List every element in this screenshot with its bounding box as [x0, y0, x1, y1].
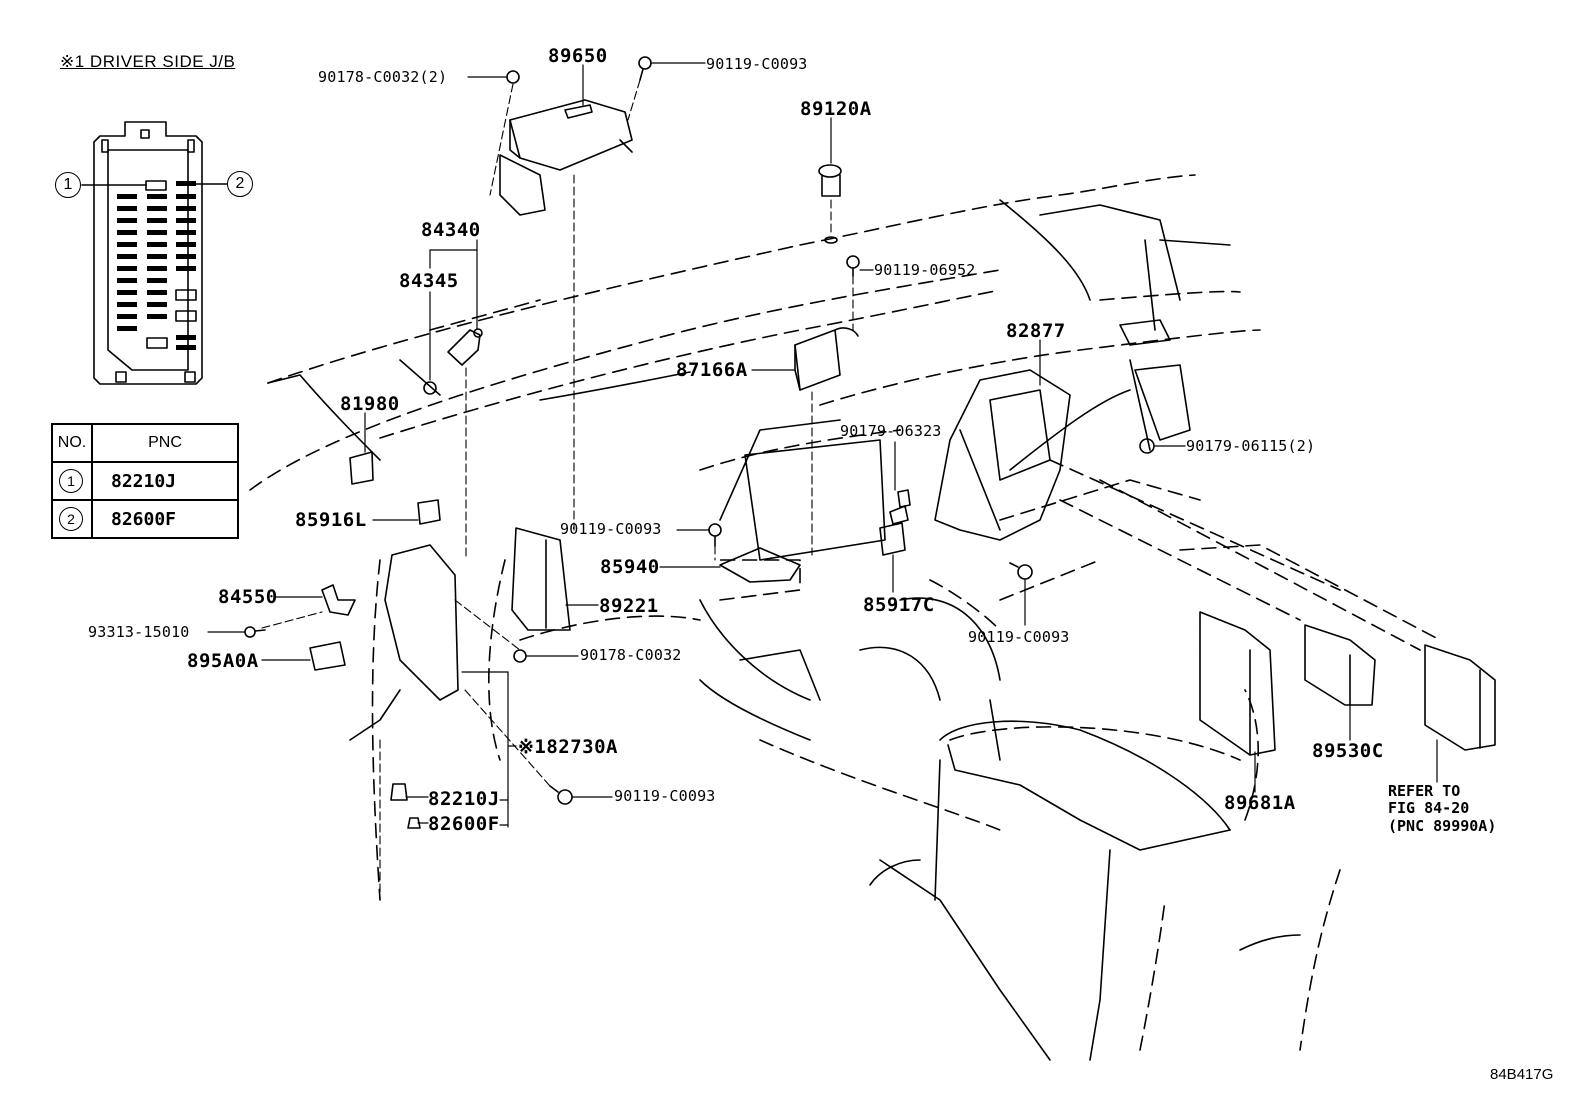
pnc-table-header: NO. PNC [51, 423, 239, 463]
part-label-89530c[interactable]: 89530C [1312, 740, 1384, 762]
part-label-84340[interactable]: 84340 [421, 219, 481, 241]
row-pnc-cell[interactable]: 82210J [91, 461, 239, 501]
part-89990a-ecu [1424, 644, 1496, 751]
part-label-84550[interactable]: 84550 [218, 586, 278, 608]
refer-line-2[interactable]: FIG 84-20 [1388, 799, 1470, 818]
row-no-cell: 2 [51, 499, 93, 539]
part-label-90119-c0093-right[interactable]: 90119-C0093 [968, 628, 1070, 646]
part-84340-switch [423, 328, 483, 395]
part-label-82600f[interactable]: 82600F [428, 813, 500, 835]
instrument-panel-outline [249, 174, 1441, 1051]
part-89120a-clip [818, 164, 842, 244]
row-pnc-cell[interactable]: 82600F [91, 499, 239, 539]
part-label-85917c[interactable]: 85917C [863, 594, 935, 616]
part-label-93313-15010[interactable]: 93313-15010 [88, 623, 190, 641]
part-label-90119-c0093-bottom[interactable]: 90119-C0093 [614, 787, 716, 805]
part-label-85940[interactable]: 85940 [600, 556, 660, 578]
part-89650-sensor-module [499, 99, 633, 216]
part-label-90179-06323[interactable]: 90179-06323 [840, 422, 942, 440]
part-label-90178-c0032[interactable]: 90178-C0032 [580, 646, 682, 664]
header-pnc: PNC [91, 423, 239, 463]
part-label-90119-c0093-top[interactable]: 90119-C0093 [706, 55, 808, 73]
part-label-895a0a[interactable]: 895A0A [187, 650, 259, 672]
part-label-87166a[interactable]: 87166A [676, 359, 748, 381]
callout-2: 2 [227, 171, 253, 197]
console-solid-lines [267, 199, 1301, 1061]
part-85916l-relay [417, 499, 441, 525]
projection-lines [261, 79, 854, 901]
part-label-81980[interactable]: 81980 [340, 393, 400, 415]
part-junction-box-82730a [349, 544, 459, 741]
part-label-90179-06115-2[interactable]: 90179-06115(2) [1186, 437, 1316, 455]
part-label-90119-c0093-mid[interactable]: 90119-C0093 [560, 520, 662, 538]
row-number-circle: 1 [59, 469, 83, 493]
part-label-82877[interactable]: 82877 [1006, 320, 1066, 342]
part-82877-bracket [934, 369, 1071, 541]
part-81980-relay [349, 451, 374, 485]
part-89530c-ecu [1304, 624, 1376, 706]
part-89681a-ecu [1199, 611, 1276, 756]
row-number-circle: 2 [59, 507, 83, 531]
part-label-82210j[interactable]: 82210J [428, 788, 500, 810]
part-label-89650[interactable]: 89650 [548, 45, 608, 67]
part-label-82730a[interactable]: ※182730A [518, 736, 618, 758]
part-label-89681a[interactable]: 89681A [1224, 792, 1296, 814]
part-89221-ecu [511, 527, 571, 631]
fuse-slots [117, 181, 196, 350]
part-label-90119-06952[interactable]: 90119-06952 [874, 261, 976, 279]
part-label-85916l[interactable]: 85916L [295, 509, 367, 531]
pnc-table-row: 2 82600F [51, 499, 239, 539]
callout-1: 1 [55, 172, 81, 198]
part-label-90178-c0032-2[interactable]: 90178-C0032(2) [318, 68, 448, 86]
junction-box-drawing [81, 121, 229, 385]
refer-line-3[interactable]: (PNC 89990A) [1388, 816, 1497, 835]
figure-code: 84B417G [1490, 1066, 1554, 1083]
fastener-icons [244, 56, 1155, 829]
part-895a0a-unit [309, 641, 346, 671]
part-label-89221[interactable]: 89221 [599, 595, 659, 617]
part-87166a-module [794, 327, 859, 391]
pnc-table-row: 1 82210J [51, 461, 239, 501]
part-label-89120a[interactable]: 89120A [800, 98, 872, 120]
part-85940-unit [719, 547, 801, 583]
inset-title: ※1 DRIVER SIDE J/B [60, 52, 236, 71]
pnc-table: NO. PNC 1 82210J 2 82600F [51, 423, 239, 539]
part-84550-sensor [321, 584, 356, 616]
part-label-84345[interactable]: 84345 [399, 270, 459, 292]
leader-lines [207, 62, 1438, 828]
part-85917c-relay [879, 505, 909, 556]
header-no: NO. [51, 423, 93, 463]
refer-note: REFER TO FIG 84-20 (PNC 89990A) [1388, 782, 1497, 835]
refer-line-1: REFER TO [1388, 782, 1461, 800]
row-no-cell: 1 [51, 461, 93, 501]
